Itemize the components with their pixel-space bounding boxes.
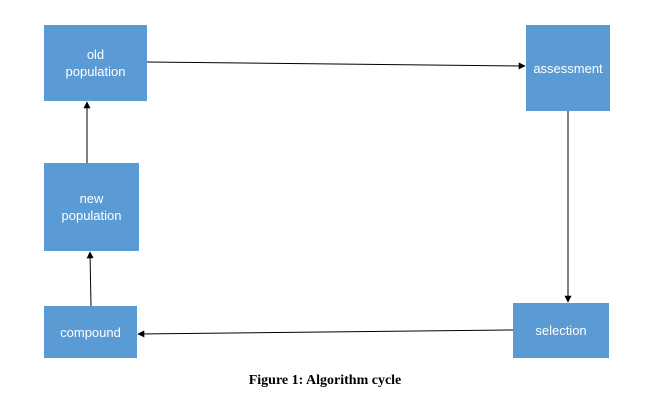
arrow-selection-to-compound [137, 329, 514, 338]
node-old-population: old population [44, 25, 147, 101]
arrow-old-to-assessment [146, 61, 526, 70]
node-new-population-label: new population [61, 191, 122, 223]
node-selection: selection [513, 303, 609, 358]
node-old-population-label: old population [65, 47, 126, 79]
arrow-compound-to-new [86, 251, 94, 307]
node-assessment: assessment [526, 25, 610, 111]
figure-caption: Figure 1: Algorithm cycle [248, 373, 402, 388]
node-new-population: new population [44, 163, 139, 251]
node-compound-label: compound [60, 324, 121, 340]
node-assessment-label: assessment [533, 60, 603, 76]
node-compound: compound [44, 306, 137, 358]
node-selection-label: selection [535, 323, 587, 338]
